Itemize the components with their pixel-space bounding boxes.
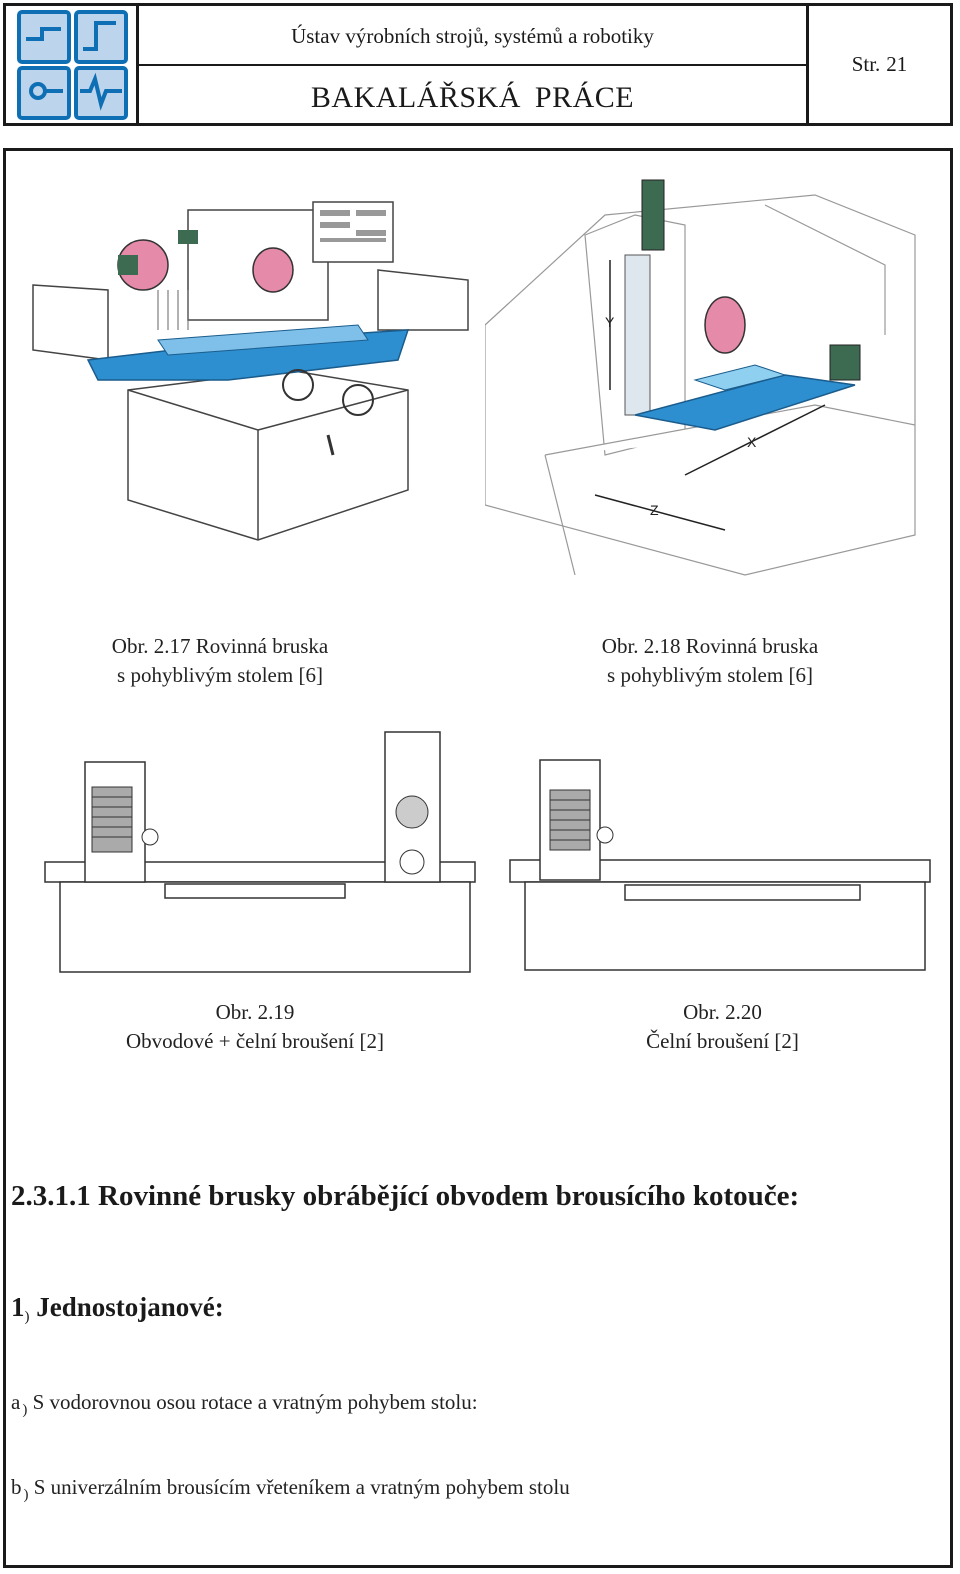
caption-text: s pohyblivým stolem [6] [117,663,323,687]
list-item-text: S vodorovnou osou rotace a vratným pohyb… [32,1390,478,1414]
thesis-type: BAKALÁŘSKÁ PRÁCE [310,81,635,114]
section-heading: 2.3.1.1 Rovinné brusky obráběјící obvode… [11,1180,800,1212]
figure-2-20-image [505,740,935,985]
caption-number: Obr. 2.17 Rovinná bruska [111,634,329,658]
institute-logo-icon [17,10,128,120]
list-item-paren: ) [22,1402,28,1418]
subsection-number: 1 [11,1292,25,1322]
list-item-letter: b [11,1475,22,1499]
caption-text: Čelní broušení [2] [646,1029,799,1053]
page-number: 21 [886,52,908,76]
figure-axis-x: X [747,434,757,450]
list-item-paren: ) [23,1487,29,1503]
institute-name: Ústav výrobních strojů, systémů a roboti… [139,6,806,66]
content-frame [3,148,953,1568]
figure-axis-z: Z [650,502,659,518]
list-item: b) S univerzálním brousícím vřeteníkem a… [11,1475,570,1504]
figure-2-19-image [40,712,480,987]
page-number-cell: Str.21 [809,6,950,123]
caption-number: Obr. 2.18 Rovinná bruska [601,634,819,658]
list-item-text: S univerzálním brousícím vřeteníkem a vr… [33,1475,570,1499]
caption-figure-2-17: Obr. 2.17 Rovinná bruska s pohyblivým st… [50,632,390,690]
caption-text: s pohyblivým stolem [6] [607,663,813,687]
figure-2-18-image: Y X Z [484,175,925,600]
subsection-heading: 1) Jednostojanové: [11,1292,224,1326]
caption-figure-2-18: Obr. 2.18 Rovinná bruska s pohyblivým st… [540,632,880,690]
figure-axis-y: Y [605,314,615,330]
page-header: Ústav výrobních strojů, systémů a roboti… [3,3,953,126]
caption-number: Obr. 2.19 [215,1000,295,1024]
logo-cell [6,6,139,123]
figure-2-17-image [28,190,478,575]
subsection-paren: ) [24,1309,30,1325]
list-item: a) S vodorovnou osou rotace a vratným po… [11,1390,478,1419]
list-item-letter: a [11,1390,21,1414]
caption-figure-2-20: Obr. 2.20 Čelní broušení [2] [545,998,900,1056]
caption-text: Obvodové + čelní broušení [2] [126,1029,384,1053]
caption-number: Obr. 2.20 [683,1000,762,1024]
page-label: Str. [851,52,881,76]
title-cell: Ústav výrobních strojů, systémů a roboti… [139,6,809,123]
caption-figure-2-19: Obr. 2.19 Obvodové + čelní broušení [2] [70,998,440,1056]
subsection-title: Jednostojanové: [36,1292,224,1322]
